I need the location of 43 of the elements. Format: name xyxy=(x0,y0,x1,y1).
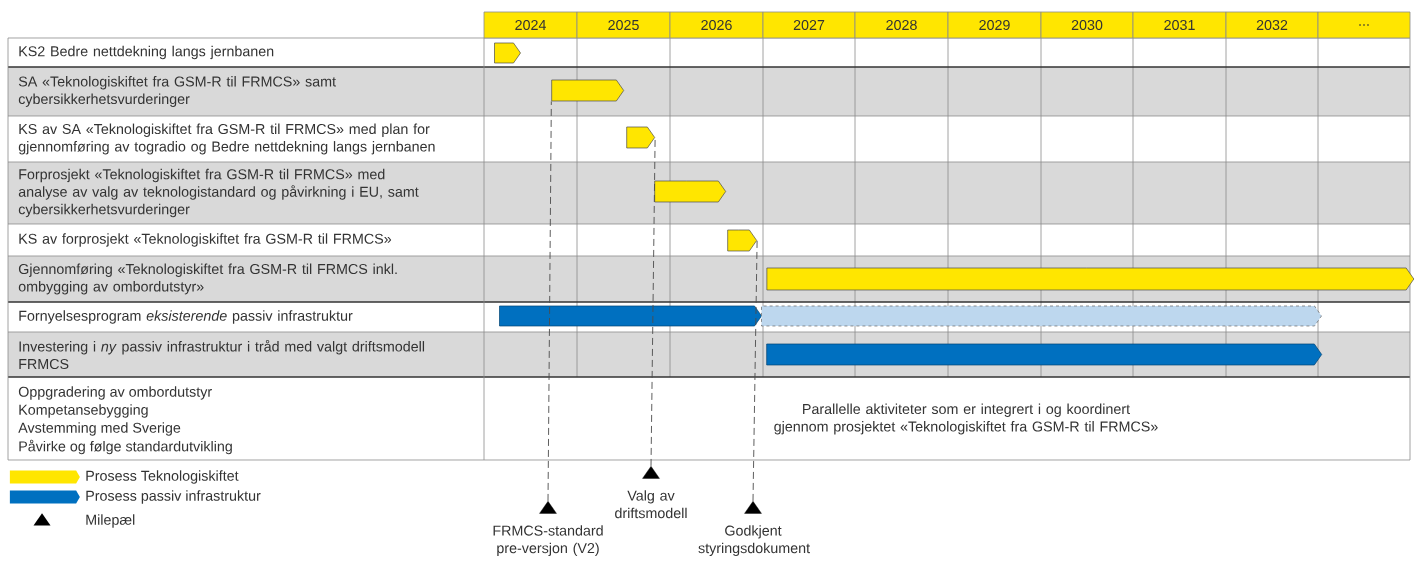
gantt-bar xyxy=(766,343,1323,366)
row-label: Forprosjekt «Teknologiskiftet fra GSM-R til FRMCS» med analyse av valg av teknologistandard og påvirkning i EU, samt cybersikkerhetsvurderinger xyxy=(18,168,419,218)
year-cell: 2031 xyxy=(1132,11,1227,39)
year-cell: 2030 xyxy=(1040,11,1134,39)
gantt-bar xyxy=(626,126,656,149)
gantt-bar xyxy=(766,267,1415,291)
milestone-triangle xyxy=(744,501,762,514)
row-label: KS av SA «Teknologiskiftet fra GSM-R til FRMCS» med plan for gjennomføring av togradio og Bedre nettdekning langs jernbanen xyxy=(18,123,435,155)
gantt-bar xyxy=(761,305,1322,327)
row-label: KS2 Bedre nettdekning langs jernbanen xyxy=(19,45,274,60)
gantt-bar xyxy=(727,229,758,252)
row-label: Gjennomføring «Teknologiskiftet fra GSM-R til FRMCS inkl. ombygging av ombordutstyr» xyxy=(18,263,397,295)
year-cell: 2025 xyxy=(576,11,671,39)
row-label: Fornyelsesprogram eksisterende passiv infrastruktur xyxy=(19,310,353,324)
row-label: Avstemming med Sverige xyxy=(18,422,181,436)
year-cell: 2027 xyxy=(762,11,856,39)
milestone-label: Godkjent styringsdokument xyxy=(698,525,810,556)
row-label: Investering i ny passiv infrastruktur i tråd med valgt driftsmodell FRMCS xyxy=(19,339,425,370)
row-label: SA «Teknologiskiftet fra GSM-R til FRMCS» samt cybersikkerhetsvurderinger xyxy=(18,76,336,107)
gantt-bar xyxy=(654,180,727,203)
year-cell: 2032 xyxy=(1225,11,1319,39)
gantt-bar xyxy=(551,79,625,102)
year-cell: 2024 xyxy=(483,11,578,39)
row-label: KS av forprosjekt «Teknologiskiftet fra GSM-R til FRMCS» xyxy=(19,233,392,247)
year-cell: 2029 xyxy=(947,11,1042,39)
milestone-triangle xyxy=(642,466,660,479)
gantt-bar xyxy=(499,305,762,327)
gantt-bar xyxy=(494,42,521,64)
milestone-label: Valg av driftsmodell xyxy=(615,490,687,519)
year-cell: 2026 xyxy=(669,11,764,39)
row-label: Kompetansebygging xyxy=(19,404,148,418)
note-text: Parallelle aktiviteter som er integrert i og koordinert gjennom prosjektet «Teknologiskiftet fra GSM-R til FRMCS» xyxy=(774,403,1158,435)
year-cell: ... xyxy=(1317,11,1411,39)
milestone-triangle xyxy=(539,501,557,514)
row-label: Påvirke og følge standardutvikling xyxy=(19,439,232,455)
leader-line xyxy=(752,240,758,502)
legend-label: Prosess Teknologiskiftet xyxy=(86,470,239,484)
legend-label: Prosess passiv infrastruktur xyxy=(86,490,261,504)
milestone-label: FRMCS-standard pre-versjon (V2) xyxy=(493,525,603,556)
year-cell: 2028 xyxy=(854,11,949,39)
legend-label: Milepæl xyxy=(86,514,135,528)
row-label: Oppgradering av ombordutstyr xyxy=(18,386,212,400)
leader-line xyxy=(547,100,552,502)
